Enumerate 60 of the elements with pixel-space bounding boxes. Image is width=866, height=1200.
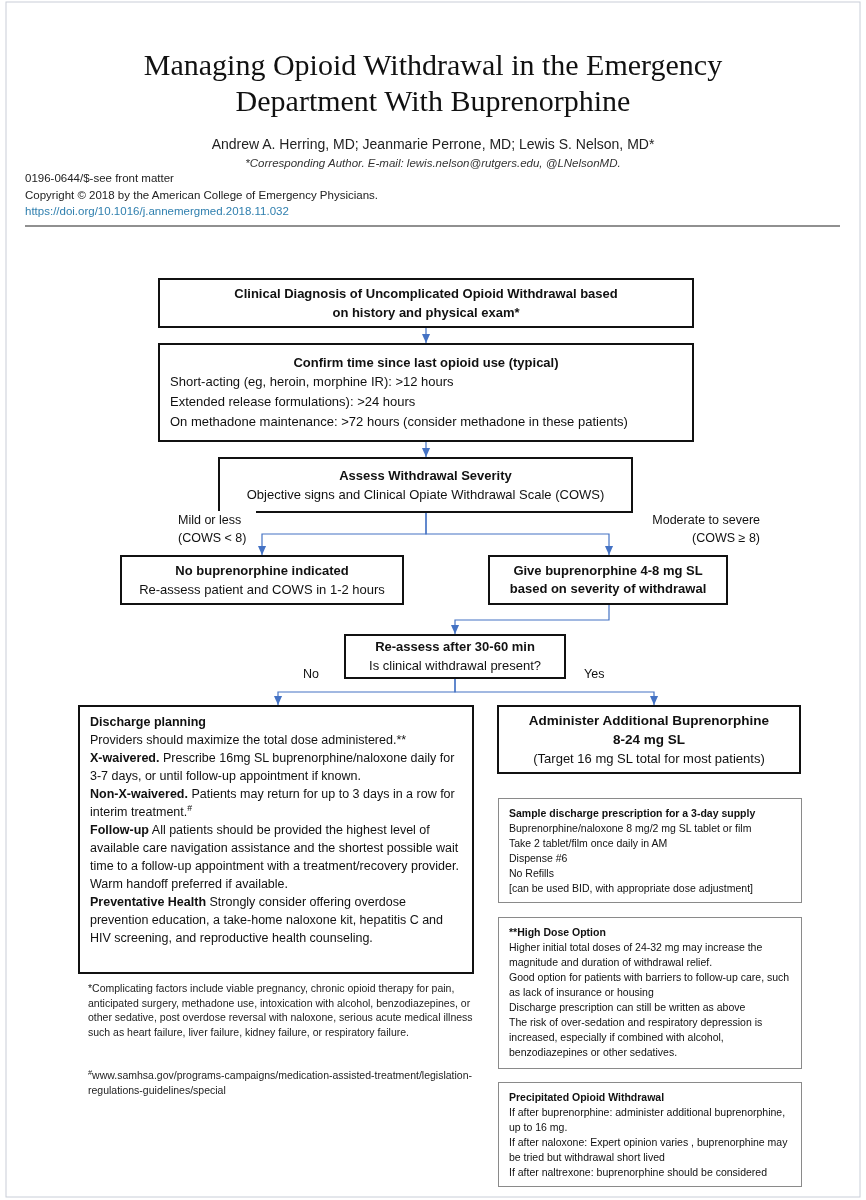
process-box: [158, 343, 694, 442]
footnote: *Complicating factors include viable pregnancy, chronic opioid therapy for pain, anticipated surgery, methadone use, intoxication with alcohol, benzodiazepines, or other sedative, post overdose reversal with naloxone, serious acute medical illness such as heart failure, liver failure, kidney failure, or respiratory failure.: [88, 981, 474, 1040]
box-text: If after buprenorphine: administer additional buprenorphine, up to 16 mg.: [509, 1105, 787, 1135]
box-text: Dispense #6: [509, 851, 569, 866]
note-box: [498, 917, 802, 1069]
box-text: (Target 16 mg SL total for most patients): [532, 750, 766, 768]
box-text: Take 2 tablet/film once daily in AM: [509, 836, 669, 851]
box-text: Higher initial total doses of 24-32 mg may increase the magnitude and duration of withdrawal relief.: [509, 940, 764, 970]
box-text: Objective signs and Clinical Opiate Withdrawal Scale (COWS): [245, 485, 606, 504]
box-text: Extended release formulations): >24 hours: [170, 392, 417, 411]
box-text: No Refills: [509, 866, 555, 881]
box-heading: No buprenorphine indicated: [174, 561, 350, 580]
box-heading: Give buprenorphine 4-8 mg SL based on severity of withdrawal: [508, 562, 708, 598]
arrow: [454, 678, 659, 706]
doi-link: https://doi.org/10.1016/j.annemergmed.2018.11.032: [25, 205, 289, 217]
box-text: If after naloxone: Expert opinion varies , buprenorphine may be tried but withdrawal short lived: [509, 1135, 789, 1165]
box-text: X-waivered. Prescribe 16mg SL buprenorphine/naloxone daily for 3-7 days, or until follow-up appointment if known.: [90, 750, 456, 785]
box-text: Is clinical withdrawal present?: [368, 657, 542, 675]
box-text: Good option for patients with barriers to follow-up care, such as lack of insurance or housing: [509, 970, 791, 1000]
process-box: [218, 457, 633, 513]
copyright-notice: Copyright © 2018 by the American College of Emergency Physicians.: [25, 189, 378, 201]
box-text: Short-acting (eg, heroin, morphine IR): >12 hours: [170, 372, 455, 391]
diagram-title: Managing Opioid Withdrawal in the Emergency Department With Buprenorphine: [142, 47, 724, 119]
box-heading: Precipitated Opioid Withdrawal: [509, 1090, 666, 1105]
box-text: Discharge prescription can still be written as above: [509, 1000, 747, 1015]
arrow: [450, 604, 610, 635]
process-box: [158, 278, 694, 328]
box-text: Providers should maximize the total dose administered.**: [90, 732, 408, 749]
note-box: [498, 1082, 802, 1187]
box-text: The risk of over-sedation and respiratory depression is increased, especially if combined with alcohol, benzodiazepines or other sedatives.: [509, 1015, 764, 1060]
process-box: [497, 705, 801, 774]
footnote: $^{#}$www.samhsa.gov/programs-campaigns/medication-assisted-treatment/legislation-regulations-guidelines/special: [88, 1068, 473, 1098]
box-text: Buprenorphine/naloxone 8 mg/2 mg SL tablet or film: [509, 821, 753, 836]
process-box: [488, 555, 728, 605]
edge-label: Mild or less (COWS < 8): [178, 511, 256, 547]
box-text: Preventative Health Strongly consider offering overdose prevention education, a take-home naloxone kit, hepatitis C and HIV screening, and reproductive health counseling.: [90, 894, 444, 947]
box-text: Non-X-waivered. Patients may return for up to 3 days in a row for interim treatment.$^{#}$: [90, 786, 456, 821]
box-heading: Clinical Diagnosis of Uncomplicated Opioid Withdrawal based on history and physical exam*: [233, 285, 619, 322]
decision-box: [344, 634, 566, 679]
journal-code: 0196-0644/$-see front matter: [25, 172, 174, 184]
box-heading: Confirm time since last opioid use (typical): [292, 353, 560, 372]
arrow: [425, 512, 614, 556]
box-heading: Re-assess after 30-60 min: [374, 638, 536, 656]
arrow: [421, 327, 431, 344]
box-heading: Sample discharge prescription for a 3-day supply: [509, 806, 757, 821]
box-text: Follow-up All patients should be provided the highest level of available care navigation assistance and the shortest possible wait time to a follow-up appointment with a treatment/recovery provider. Warm handoff preferred if available.: [90, 822, 460, 893]
box-text: On methadone maintenance: >72 hours (consider methadone in these patients): [170, 412, 629, 431]
box-heading: Administer Additional Buprenorphine 8-24 mg SL: [527, 712, 771, 749]
box-text: [can be used BID, with appropriate dose adjustment]: [509, 881, 754, 896]
box-heading: Assess Withdrawal Severity: [338, 466, 513, 485]
box-text: If after naltrexone: buprenorphine should be considered: [509, 1165, 768, 1180]
arrow: [421, 441, 431, 458]
process-box: [120, 555, 404, 605]
process-box: [78, 705, 474, 974]
note-box: [498, 798, 802, 903]
corresponding-author-note: *Corresponding Author. E-mail: lewis.nelson@rutgers.edu, @LNelsonMD.: [244, 157, 622, 169]
box-heading: **High Dose Option: [509, 925, 607, 940]
author-list: Andrew A. Herring, MD; Jeanmarie Perrone, MD; Lewis S. Nelson, MD*: [0, 136, 866, 152]
box-text: Re-assess patient and COWS in 1-2 hours: [138, 580, 386, 599]
box-heading: Discharge planning: [90, 714, 207, 731]
